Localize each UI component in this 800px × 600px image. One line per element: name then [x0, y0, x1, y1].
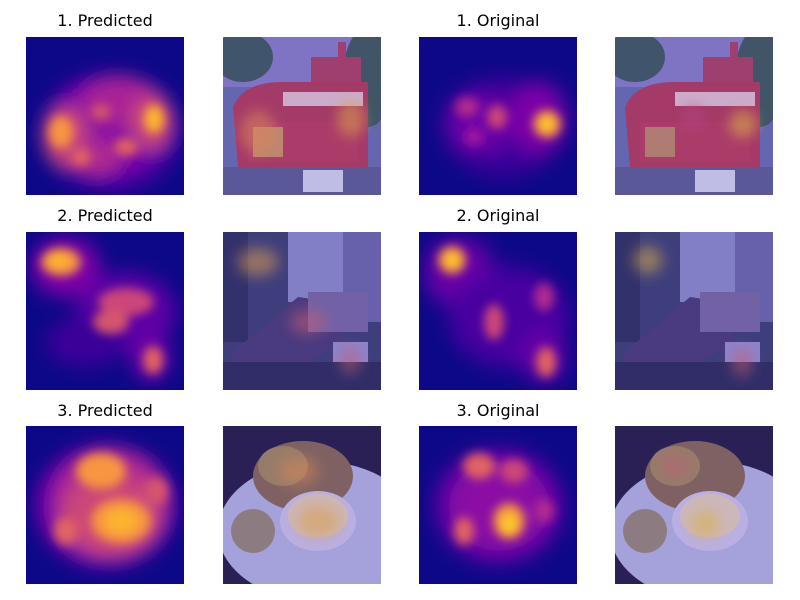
row3-predicted-heatmap — [26, 426, 184, 584]
row2-original-overlay-image — [615, 232, 773, 390]
row1-original-title: 1. Original — [456, 11, 540, 30]
row3-predicted-title: 3. Predicted — [57, 401, 153, 420]
row3-original-title: 3. Original — [456, 401, 540, 420]
row2-predicted-heatmap — [26, 232, 184, 390]
row1-predicted-heatmap — [26, 37, 184, 195]
row3-predicted-overlay-image — [223, 426, 381, 584]
row2-original-title: 2. Original — [456, 206, 540, 225]
row1-original-heatmap — [419, 37, 577, 195]
row3-original-overlay-image — [615, 426, 773, 584]
row1-original-overlay-image — [615, 37, 773, 195]
row1-predicted-overlay-image — [223, 37, 381, 195]
row2-predicted-title: 2. Predicted — [57, 206, 153, 225]
row3-original-heatmap — [419, 426, 577, 584]
row2-predicted-overlay-image — [223, 232, 381, 390]
row1-predicted-title: 1. Predicted — [57, 11, 153, 30]
row2-original-heatmap — [419, 232, 577, 390]
